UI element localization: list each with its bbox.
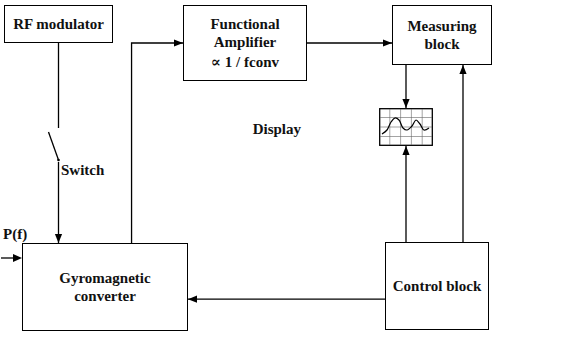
display-chart	[379, 108, 433, 146]
input-arrowhead	[13, 254, 22, 262]
process-box: Functional Amplifier∝ 1 / fconv	[183, 5, 307, 81]
signal-arrow	[132, 43, 183, 243]
switch-label: Switch	[60, 162, 105, 179]
process-box: Measuring block	[392, 5, 492, 65]
process-box: Gyromagnetic converter	[22, 243, 188, 331]
display-screen: Display	[379, 108, 433, 146]
block-name: RF modulator	[9, 14, 108, 34]
block-name: Functional Amplifier	[184, 14, 306, 52]
block-name: Control block	[389, 276, 485, 296]
signal-name: P(f)	[2, 226, 28, 243]
signal-arrow	[462, 65, 463, 242]
display-label: Display	[253, 120, 301, 138]
signal-arrow	[188, 299, 385, 300]
input-arrow	[1, 257, 13, 258]
process-box: Control block	[385, 242, 489, 330]
block-name: Measuring block	[393, 16, 491, 54]
block-name: ∝ 1 / fconv	[207, 52, 283, 72]
signal-arrow	[307, 42, 392, 43]
switch-contact	[57, 159, 60, 162]
switch-blade	[49, 132, 59, 160]
process-box: RF modulator	[4, 5, 113, 43]
signal-arrow	[405, 65, 406, 108]
block-name: Gyromagnetic converter	[23, 268, 187, 306]
signal-arrow	[405, 146, 406, 242]
switch-gap	[56, 128, 62, 162]
